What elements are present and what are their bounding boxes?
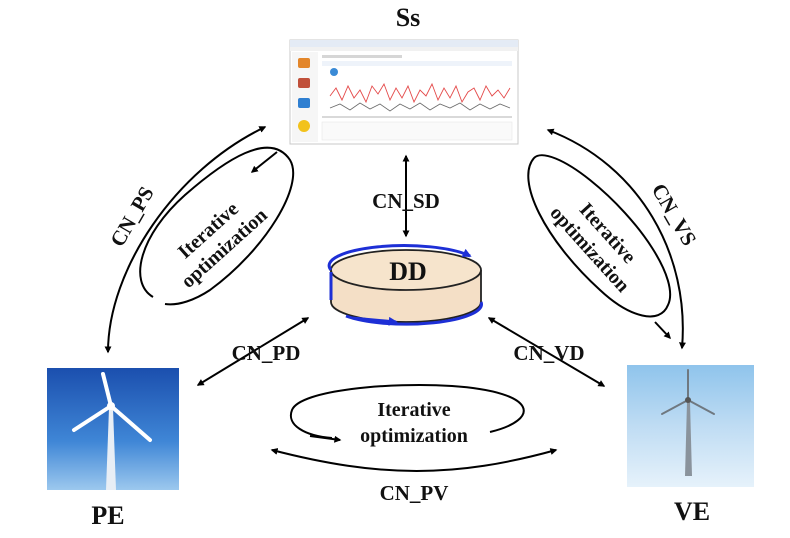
loop-ps [139,146,295,306]
link-label-ps: CN_PS [105,182,158,251]
pe-turbine-photo [47,368,179,490]
arrow-ps [104,126,267,354]
link-label-vd: CN_VD [513,341,584,365]
node-label-ss: Ss [396,3,421,32]
arrow-vd [487,317,606,387]
loop-vs [527,154,671,318]
software-screenshot [289,39,519,145]
link-label-pd: CN_PD [232,341,301,365]
node-label-ve: VE [674,497,710,526]
loop-pv-label-2: optimization [360,425,468,447]
arrow-vs [546,128,686,350]
turbine-rotor-pe [72,372,152,442]
loop-pv [289,384,525,439]
arrow-pd [196,317,310,386]
link-label-sd: CN_SD [372,189,440,213]
loop-arrow-top [327,244,472,271]
link-label-pv: CN_PV [380,481,449,505]
turbine-rotor-ve [661,369,715,415]
link-label-vs: CN_VS [647,179,702,250]
node-label-pe: PE [91,501,124,530]
loop-arrow-bottom [345,301,483,326]
dd-cylinder [327,244,483,326]
node-label-dd: DD [389,257,427,286]
ve-turbine-render [627,365,754,487]
arrow-pv [270,448,558,472]
loop-pv-label-1: Iterative [377,399,450,421]
